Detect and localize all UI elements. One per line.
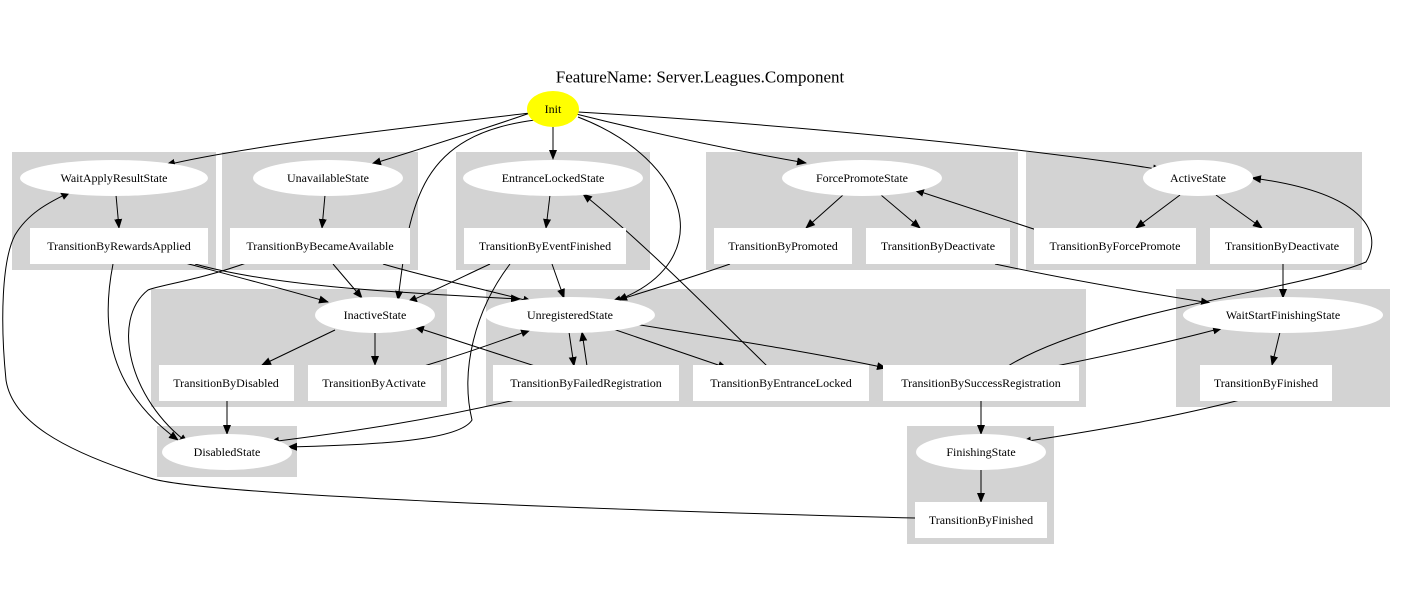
edge-init-to-unregistered (577, 116, 681, 301)
edge-rewards-applied-to-disabled (107, 263, 179, 441)
node-label: DisabledState (194, 445, 261, 459)
edge-entrance-locked-to-event-finished (543, 194, 552, 229)
diagram-title: FeatureName: Server.Leagues.Component (556, 68, 845, 87)
edge-rewards-applied-to-inactive (184, 262, 329, 304)
node-transition-by-rewards-applied[interactable]: TransitionByRewardsApplied (30, 228, 208, 264)
edge-event-finished-to-disabled (287, 263, 511, 451)
edge-finished-fs-to-wait-apply-result (2, 191, 916, 519)
node-label: TransitionByFinished (1214, 376, 1318, 390)
edge-failed-registration-to-inactive (414, 326, 536, 367)
edge-failed-registration-to-disabled (269, 399, 516, 445)
node-transition-by-failed-registration[interactable]: TransitionByFailedRegistration (493, 365, 679, 401)
node-label: TransitionByEntranceLocked (710, 376, 852, 390)
edge-active-to-force-promote-transition (1135, 194, 1181, 229)
node-label: UnavailableState (287, 171, 369, 185)
edge-rewards-applied-to-unregistered (194, 263, 521, 303)
node-transition-by-activate[interactable]: TransitionByActivate (308, 365, 441, 401)
edge-wait-start-finishing-to-finished (1270, 331, 1281, 366)
node-label: Init (545, 102, 562, 116)
edge-wait-apply-to-rewards-applied (114, 194, 123, 229)
node-transition-by-force-promote[interactable]: TransitionByForcePromote (1034, 228, 1196, 264)
edge-event-finished-to-inactive (407, 263, 491, 303)
node-label: TransitionByActivate (322, 376, 426, 390)
node-inactive-state[interactable]: InactiveState (315, 297, 435, 333)
edge-unavailable-to-became-available (318, 194, 327, 229)
node-label: TransitionByDeactivate (881, 239, 995, 253)
edge-deactivate-fp-to-wait-start-finishing (994, 263, 1211, 306)
edge-inactive-to-disabled-transition (261, 329, 336, 366)
node-force-promote-state[interactable]: ForcePromoteState (782, 160, 942, 196)
node-transition-by-entrance-locked[interactable]: TransitionByEntranceLocked (693, 365, 869, 401)
edge-force-promote-to-deactivate (880, 194, 921, 229)
node-unregistered-state[interactable]: UnregisteredState (485, 297, 655, 333)
node-label: ActiveState (1170, 171, 1226, 185)
node-disabled-state[interactable]: DisabledState (162, 434, 292, 470)
node-transition-by-finished-finishing[interactable]: TransitionByFinished (915, 502, 1047, 538)
edge-unregistered-to-entrance-locked-transition (609, 327, 728, 369)
edge-init-to-force-promote (575, 113, 807, 166)
node-label: TransitionBySuccessRegistration (901, 376, 1061, 390)
node-finishing-state[interactable]: FinishingState (916, 434, 1046, 470)
nodes: Init WaitApplyResultState TransitionByRe… (20, 91, 1383, 538)
node-label: WaitApplyResultState (60, 171, 167, 185)
node-transition-by-success-registration[interactable]: TransitionBySuccessRegistration (883, 365, 1079, 401)
edge-init-to-unavailable (371, 112, 531, 166)
node-label: TransitionByEventFinished (479, 239, 611, 253)
node-label: ForcePromoteState (816, 171, 908, 185)
node-label: TransitionByDeactivate (1225, 239, 1339, 253)
node-label: TransitionByPromoted (728, 239, 838, 253)
node-active-state[interactable]: ActiveState (1143, 160, 1253, 196)
node-label: TransitionByBecameAvailable (246, 239, 393, 253)
edge-became-available-to-unregistered (382, 263, 533, 304)
node-transition-by-finished-wait-start[interactable]: TransitionByFinished (1200, 365, 1332, 401)
node-label: TransitionByForcePromote (1050, 239, 1181, 253)
node-label: EntranceLockedState (502, 171, 605, 185)
edge-success-registration-to-active (1007, 175, 1373, 367)
edge-failed-registration-to-unregistered (579, 331, 588, 367)
edge-active-to-deactivate (1215, 194, 1263, 229)
node-transition-by-promoted[interactable]: TransitionByPromoted (714, 228, 852, 264)
node-wait-apply-result-state[interactable]: WaitApplyResultState (20, 160, 208, 196)
node-label: FinishingState (946, 445, 1015, 459)
edge-success-registration-to-wait-start-finishing (1055, 326, 1223, 367)
edge-init-to-active (577, 111, 1163, 173)
edge-activate-to-unregistered (423, 329, 531, 367)
node-unavailable-state[interactable]: UnavailableState (253, 160, 403, 196)
node-label: UnregisteredState (527, 308, 613, 322)
node-transition-by-disabled[interactable]: TransitionByDisabled (159, 365, 294, 401)
node-label: TransitionByRewardsApplied (47, 239, 191, 253)
edge-unregistered-to-failed-registration (568, 331, 577, 367)
edge-unregistered-to-success-registration (627, 322, 887, 371)
edge-force-promote-to-promoted (805, 194, 844, 229)
node-transition-by-event-finished[interactable]: TransitionByEventFinished (464, 228, 626, 264)
node-transition-by-became-available[interactable]: TransitionByBecameAvailable (230, 228, 410, 264)
edge-became-available-to-disabled (128, 261, 250, 444)
node-label: InactiveState (344, 308, 407, 322)
node-entrance-locked-state[interactable]: EntranceLockedState (463, 160, 643, 196)
clusters (12, 152, 1390, 544)
node-label: WaitStartFinishingState (1226, 308, 1340, 322)
edge-promoted-to-unregistered (611, 263, 731, 304)
edge-finished-wsf-to-finishing (1021, 399, 1241, 445)
edge-event-finished-to-unregistered (551, 263, 565, 299)
edge-init-to-wait-apply-result (165, 112, 531, 167)
edge-became-available-to-inactive (332, 263, 363, 299)
edges (2, 111, 1373, 519)
node-label: TransitionByDisabled (173, 376, 279, 390)
node-transition-by-deactivate-force-promote[interactable]: TransitionByDeactivate (866, 228, 1010, 264)
node-wait-start-finishing-state[interactable]: WaitStartFinishingState (1183, 297, 1383, 333)
node-label: TransitionByFailedRegistration (510, 376, 662, 390)
node-init[interactable]: Init (527, 91, 579, 127)
node-label: TransitionByFinished (929, 513, 1033, 527)
node-transition-by-deactivate-active[interactable]: TransitionByDeactivate (1210, 228, 1354, 264)
